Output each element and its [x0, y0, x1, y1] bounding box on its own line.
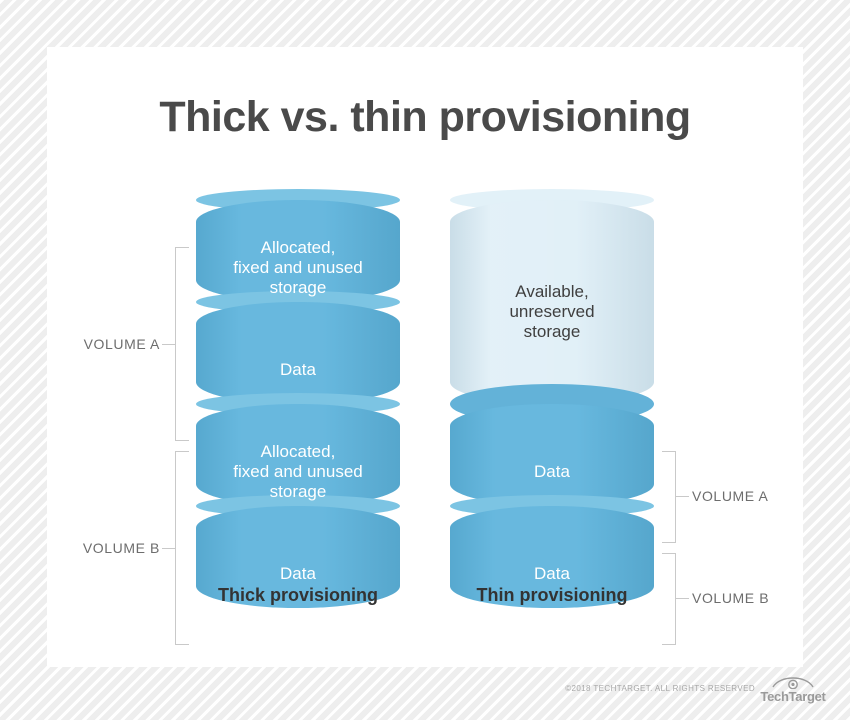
segment-label: Data	[280, 360, 316, 379]
bracket-thin-volume-a	[662, 451, 676, 543]
thick-segment-allocated-b: Allocated, fixed and unused storage	[196, 393, 400, 506]
segment-label: Data	[534, 564, 570, 583]
thick-segment-data-a: Data	[196, 291, 400, 404]
segment-label: Available, unreserved storage	[509, 282, 595, 341]
copyright-text: ©2018 TECHTARGET. ALL RIGHTS RESERVED	[565, 684, 755, 693]
bracket-stem-thick-a	[162, 344, 175, 345]
cylinder-body	[450, 200, 654, 404]
cylinder-body	[450, 404, 654, 506]
diagram-area: Allocated, fixed and unused storage Data…	[47, 47, 803, 667]
volume-label-thick-a: VOLUME A	[83, 336, 160, 352]
techtarget-logo: TechTarget	[758, 674, 828, 706]
segment-label: Allocated, fixed and unused storage	[233, 238, 363, 297]
cylinder-body	[196, 404, 400, 506]
eye-icon	[772, 677, 814, 689]
volume-label-thin-b: VOLUME B	[692, 590, 770, 606]
logo-wordmark: TechTarget	[760, 689, 826, 704]
thin-segment-available: Available, unreserved storage	[450, 189, 654, 404]
page-title: Thick vs. thin provisioning	[159, 93, 691, 141]
footer: ©2018 TECHTARGET. ALL RIGHTS RESERVED Te…	[0, 672, 850, 708]
thick-segment-allocated-a: Allocated, fixed and unused storage	[196, 189, 400, 302]
cylinder-body	[196, 302, 400, 404]
cylinder-body	[196, 200, 400, 302]
caption-thick-provisioning: Thick provisioning	[217, 585, 378, 605]
volume-label-thin-a: VOLUME A	[692, 488, 769, 504]
bracket-thick-volume-b	[175, 451, 189, 645]
segment-label: Data	[534, 462, 570, 481]
caption-thin-provisioning: Thin provisioning	[476, 585, 628, 605]
thin-segment-data-a: Data	[450, 384, 654, 506]
cylinder-body	[196, 506, 400, 608]
bracket-stem-thick-b	[162, 548, 175, 549]
content-card: Thick vs. thin provisioning Allocated, f…	[47, 47, 803, 667]
segment-label: Data	[280, 564, 316, 583]
bracket-thin-volume-b	[662, 553, 676, 645]
cylinder-body	[450, 506, 654, 608]
bracket-thick-volume-a	[175, 247, 189, 441]
bracket-stem-thin-a	[676, 496, 689, 497]
segment-label: Allocated, fixed and unused storage	[233, 442, 363, 501]
volume-label-thick-b: VOLUME B	[82, 540, 160, 556]
bracket-stem-thin-b	[676, 598, 689, 599]
